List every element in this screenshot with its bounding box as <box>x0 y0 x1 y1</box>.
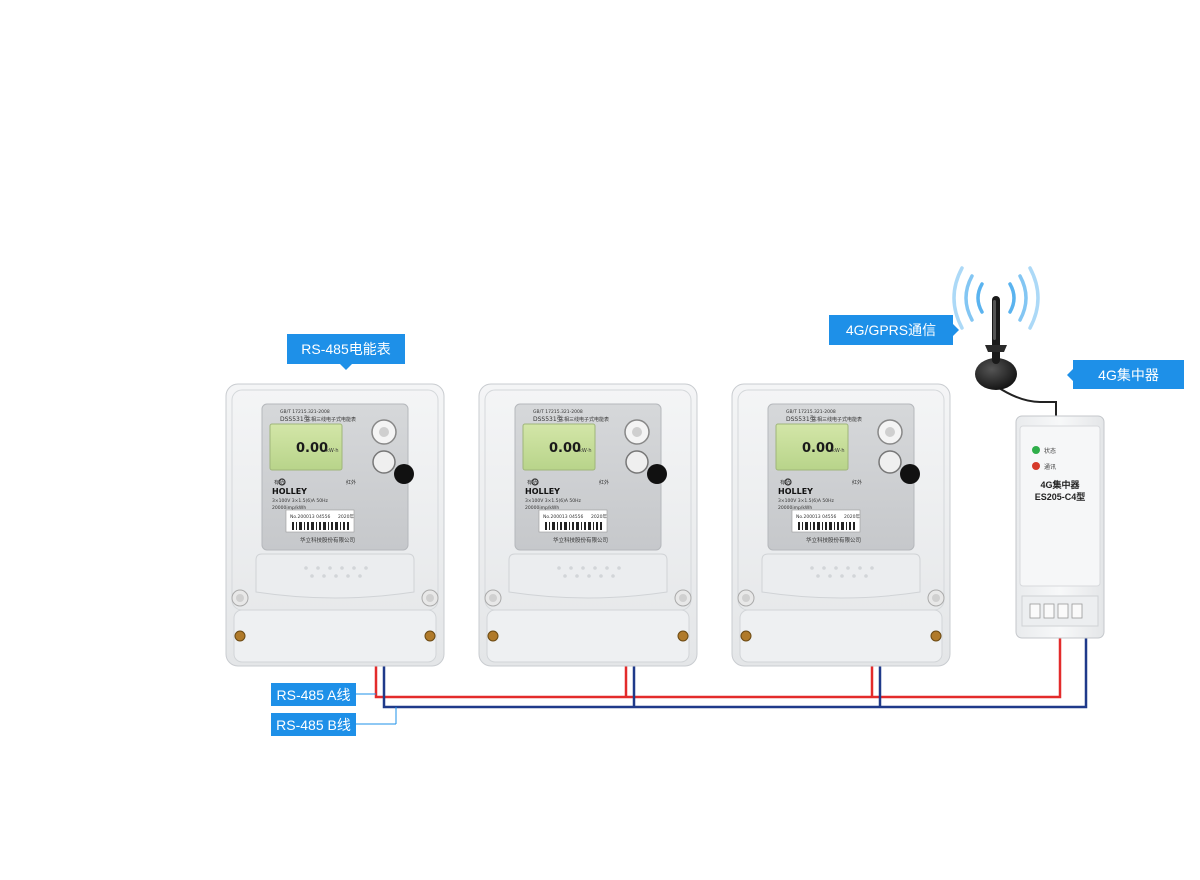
concentrator-model: ES205-C4型 <box>1035 491 1086 502</box>
comm-led <box>1032 462 1040 470</box>
meter-2 <box>478 383 698 667</box>
meter-type: 三相三线电子式电能表 <box>812 416 862 423</box>
meter-brand: HOLLEY <box>778 487 813 496</box>
meter-standard: GB/T 17215.321-2008 <box>533 409 583 415</box>
rs485-b-wire <box>382 636 1088 709</box>
meter-1 <box>225 383 445 667</box>
meter-constant: 20000imp/kWh <box>525 505 559 511</box>
meter-year: 2020年 <box>591 513 607 520</box>
meter-unit: kW·h <box>832 448 845 454</box>
meter-type: 三相三线电子式电能表 <box>559 416 609 423</box>
wire-a-label: RS-485 A线 <box>271 683 356 706</box>
meter-serial: No.200013 04556 <box>796 514 837 520</box>
meter-model: DSS531型 <box>280 415 310 423</box>
meter-rating: 3×100V 3×1.5(6)A 50Hz <box>778 498 835 504</box>
meter-standard: GB/T 17215.321-2008 <box>280 409 330 415</box>
meter-unit: kW·h <box>579 448 592 454</box>
antenna-icon <box>975 296 1017 390</box>
meter-maker: 华立科技股份有限公司 <box>300 536 355 544</box>
concentrator-title: 4G集中器 <box>1040 479 1080 490</box>
meter-ir-label: 红外 <box>599 479 609 486</box>
meter-unit: kW·h <box>326 448 339 454</box>
meter-constant: 20000imp/kWh <box>272 505 306 511</box>
meter-model: DSS531型 <box>533 415 563 423</box>
rs485-a-wire <box>374 636 1062 699</box>
wire-b-label: RS-485 B线 <box>271 713 356 736</box>
meter-serial: No.200013 04556 <box>543 514 584 520</box>
status-led <box>1032 446 1040 454</box>
meter-reading: 0.00 <box>296 441 328 456</box>
rs485-meter-label: RS-485电能表 <box>287 334 405 370</box>
meter-active-label: 有功 <box>780 479 790 486</box>
meter-maker: 华立科技股份有限公司 <box>553 536 608 544</box>
signal-waves-icon <box>952 266 1040 330</box>
meter-rating: 3×100V 3×1.5(6)A 50Hz <box>525 498 582 504</box>
meter-rating: 3×100V 3×1.5(6)A 50Hz <box>272 498 329 504</box>
concentrator-label: 4G集中器 <box>1067 360 1184 389</box>
status-led-label: 状态 <box>1044 447 1056 455</box>
meter-brand: HOLLEY <box>272 487 307 496</box>
meter-ir-label: 红外 <box>346 479 356 486</box>
antenna-cable <box>995 385 1057 418</box>
meter-year: 2020年 <box>844 513 860 520</box>
meter-reading: 0.00 <box>549 441 581 456</box>
meter-model: DSS531型 <box>786 415 816 423</box>
meter-type: 三相三线电子式电能表 <box>306 416 356 423</box>
comm-led-label: 通讯 <box>1044 463 1056 471</box>
meter-brand: HOLLEY <box>525 487 560 496</box>
meter-constant: 20000imp/kWh <box>778 505 812 511</box>
meter-standard: GB/T 17215.321-2008 <box>786 409 836 415</box>
meter-active-label: 有功 <box>527 479 537 486</box>
meter-3 <box>731 383 951 667</box>
meter-serial: No.200013 04556 <box>290 514 331 520</box>
meter-maker: 华立科技股份有限公司 <box>806 536 861 544</box>
meter-reading: 0.00 <box>802 441 834 456</box>
meter-year: 2020年 <box>338 513 354 520</box>
meter-active-label: 有功 <box>274 479 284 486</box>
concentrator-device: 状态 通讯 4G集中器 ES205-C4型 <box>1015 415 1105 639</box>
gprs-comm-label: 4G/GPRS通信 <box>829 315 959 345</box>
meter-ir-label: 红外 <box>852 479 862 486</box>
